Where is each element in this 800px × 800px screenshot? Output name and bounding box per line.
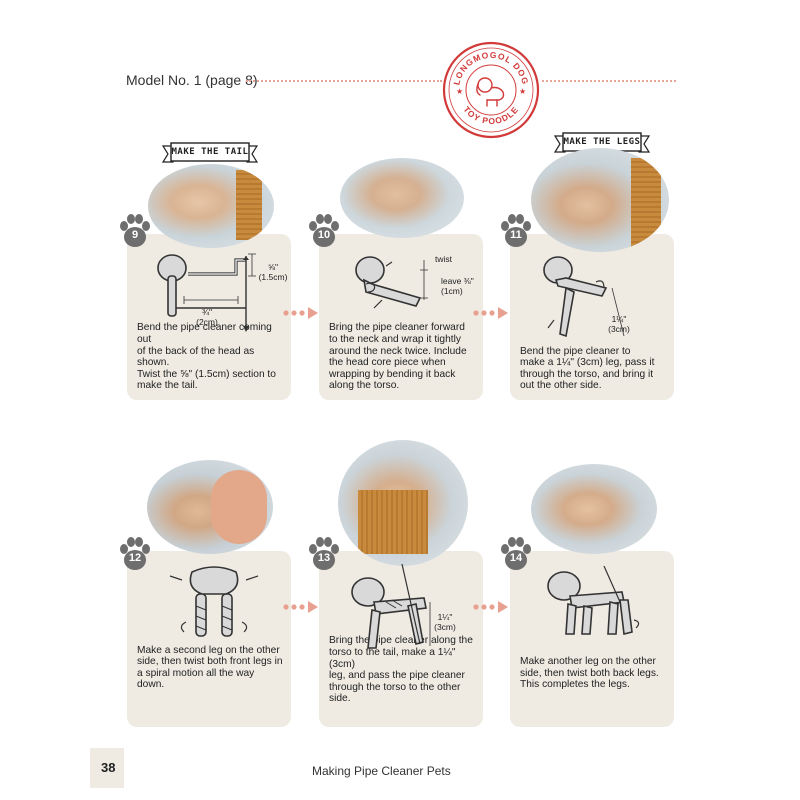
svg-text:★: ★	[519, 87, 526, 96]
make-the-tail-label: MAKE THE TAIL	[171, 147, 249, 157]
page-number: 38	[101, 760, 116, 775]
step-9-diagram	[157, 253, 256, 332]
step-13-dim-leg: 1¼" (3cm)	[434, 612, 456, 632]
paw-icon	[501, 214, 531, 247]
step-10-dim-twist: twist	[435, 254, 452, 264]
paw-icon	[501, 537, 531, 570]
make-the-legs-banner	[554, 132, 650, 153]
step-number-11: 11	[510, 229, 522, 241]
step-10-dim-leave: leave ⅜" (1cm)	[441, 276, 474, 296]
page-number-tab	[90, 748, 124, 788]
toy-poodle-stamp: LONGMOGOL DOG TOY POODLE ★ ★	[442, 41, 540, 139]
next-step-arrow	[283, 307, 318, 319]
paw-icon	[309, 214, 339, 247]
step-12-instructions: Make a second leg on the other side, the…	[137, 644, 283, 691]
step-14-diagram	[547, 565, 640, 635]
step-10-diagram	[355, 256, 428, 309]
step-13-diagram	[351, 563, 431, 649]
paw-icon	[120, 537, 150, 570]
step-card-10: Bring the pipe cleaner forward to the ne…	[319, 234, 483, 400]
step-10-instructions: Bring the pipe cleaner forward to the ne…	[329, 322, 467, 392]
book-title: Making Pipe Cleaner Pets	[312, 764, 451, 778]
next-step-arrow	[283, 601, 318, 613]
step-12-photo	[147, 460, 273, 554]
step-9-dim-tail: ⅝" (1.5cm)	[258, 262, 288, 282]
step-9-dim-length: ¾" (2cm)	[196, 307, 218, 327]
step-12-diagram	[169, 566, 259, 637]
step-10-photo	[340, 158, 464, 238]
step-number-13: 13	[317, 552, 331, 564]
step-number-10: 10	[317, 229, 331, 241]
step-card-14: Make another leg on the other side, then…	[510, 551, 674, 727]
step-13-instructions: Bring the pipe cleaner along the torso t…	[329, 635, 473, 705]
step-number-12: 12	[128, 552, 142, 564]
step-11-instructions: Bend the pipe cleaner to make a 1¼" (3cm…	[520, 345, 655, 392]
step-14-instructions: Make another leg on the other side, then…	[520, 656, 659, 691]
step-card-11: Bend the pipe cleaner to make a 1¼" (3cm…	[510, 234, 674, 400]
step-card-13: Bring the pipe cleaner along the torso t…	[319, 551, 483, 727]
make-the-tail-banner	[162, 142, 258, 163]
svg-text:★: ★	[456, 87, 463, 96]
page-header-title: Model No. 1 (page 8)	[126, 72, 258, 88]
next-step-arrow	[473, 601, 508, 613]
step-9-instructions: Bend the pipe cleaner coming out of the …	[137, 322, 276, 392]
step-number-9: 9	[131, 229, 139, 241]
step-number-14: 14	[509, 552, 523, 564]
step-card-9: Bend the pipe cleaner coming out of the …	[127, 234, 291, 400]
step-card-12: Make a second leg on the other side, the…	[127, 551, 291, 727]
step-9-photo	[148, 164, 274, 248]
paw-icon	[120, 214, 150, 247]
next-step-arrow	[473, 307, 508, 319]
step-14-photo	[531, 464, 657, 554]
header-divider-right	[542, 80, 676, 82]
step-13-photo	[338, 440, 468, 566]
make-the-legs-label: MAKE THE LEGS	[563, 137, 641, 147]
step-11-photo	[531, 148, 669, 252]
paw-icon	[309, 537, 339, 570]
step-11-diagram	[543, 256, 625, 338]
step-11-dim-leg: 1¼" (3cm)	[608, 314, 630, 334]
header-divider-left	[246, 80, 442, 82]
